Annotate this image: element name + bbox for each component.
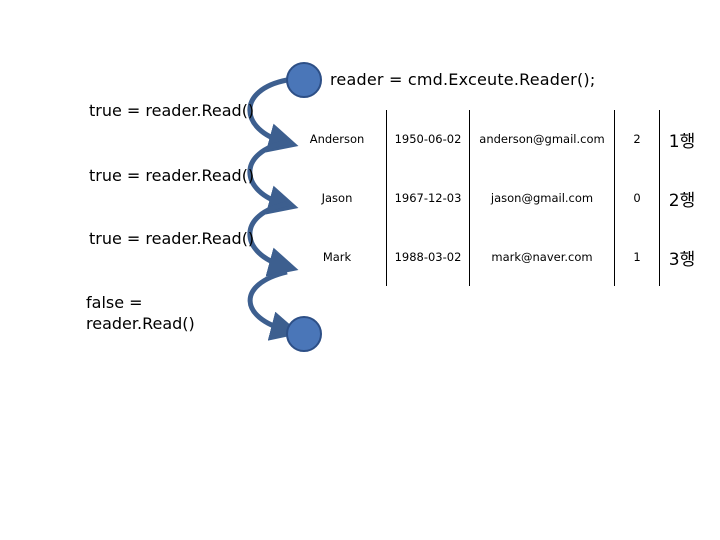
cell-num: 0 bbox=[614, 168, 660, 228]
start-cursor-dot bbox=[286, 62, 322, 98]
table-row: Mark 1988-03-02 mark@naver.com 1 3행 bbox=[288, 227, 704, 286]
row-label: 2행 bbox=[659, 168, 704, 228]
read-label-2: true = reader.Read() bbox=[89, 166, 255, 185]
reader-title: reader = cmd.Exceute.Reader(); bbox=[330, 70, 596, 89]
cell-name: Jason bbox=[288, 168, 387, 228]
arrow-step-3 bbox=[247, 201, 299, 277]
read-label-false: false = reader.Read() bbox=[86, 293, 195, 333]
arrow-step-1 bbox=[247, 77, 299, 153]
cell-num: 2 bbox=[614, 110, 660, 169]
result-set-table: Anderson 1950-06-02 anderson@gmail.com 2… bbox=[288, 110, 704, 286]
cell-num: 1 bbox=[614, 227, 660, 286]
read-label-3: true = reader.Read() bbox=[89, 229, 255, 248]
cell-email: mark@naver.com bbox=[469, 227, 615, 286]
cell-name: Anderson bbox=[309, 132, 365, 146]
arrow-step-2 bbox=[247, 139, 299, 215]
cell-email: jason@gmail.com bbox=[469, 168, 615, 228]
row-label: 3행 bbox=[659, 227, 704, 286]
cell-date: 1967-12-03 bbox=[386, 168, 470, 228]
table-row: Jason 1967-12-03 jason@gmail.com 0 2행 bbox=[288, 168, 704, 228]
table-row: Anderson 1950-06-02 anderson@gmail.com 2… bbox=[288, 110, 704, 169]
read-label-1: true = reader.Read() bbox=[89, 101, 255, 120]
row-label: 1행 bbox=[659, 110, 704, 169]
end-cursor-dot bbox=[286, 316, 322, 352]
cell-date: 1988-03-02 bbox=[386, 227, 470, 286]
cell-name: Mark bbox=[288, 227, 387, 286]
cell-date: 1950-06-02 bbox=[386, 110, 470, 169]
arrow-step-4 bbox=[247, 269, 301, 341]
cell-email: anderson@gmail.com bbox=[469, 110, 615, 169]
